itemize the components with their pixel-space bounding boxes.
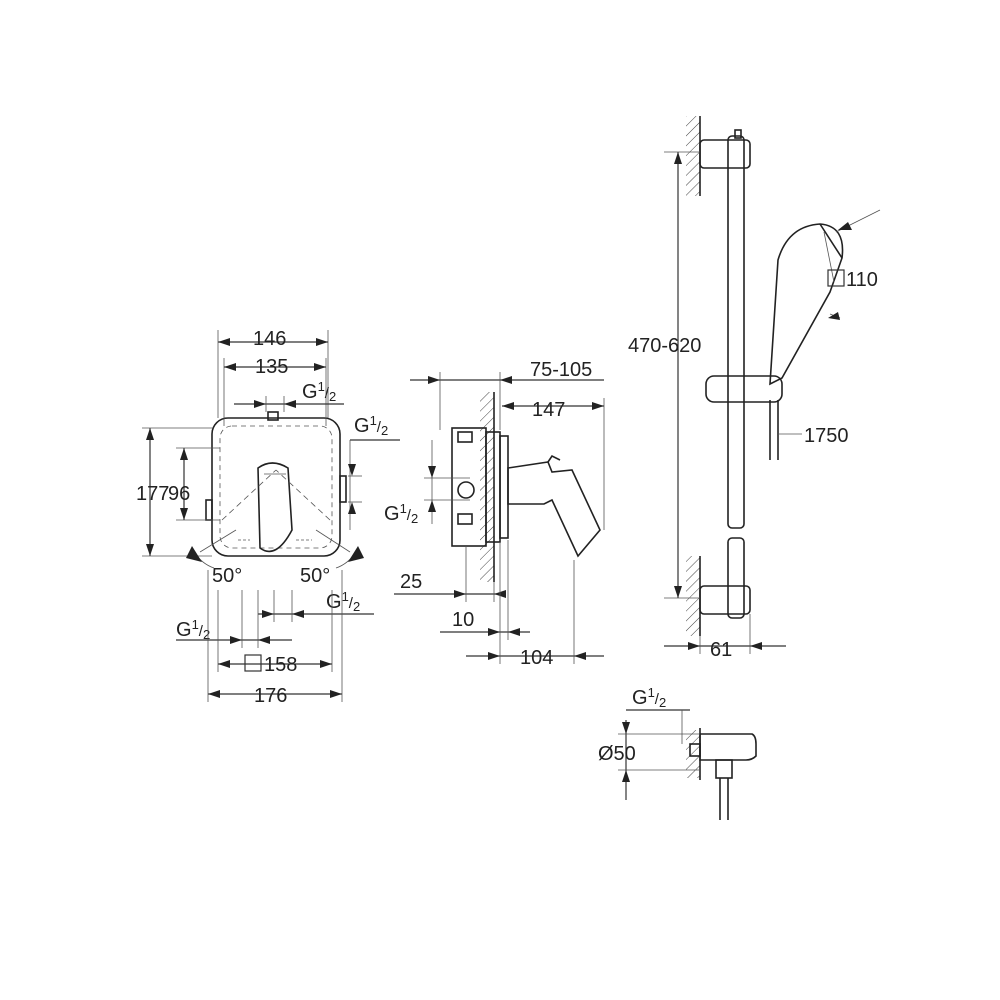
dim-135: 135 bbox=[255, 356, 288, 378]
dim-146: 146 bbox=[253, 328, 286, 350]
dim-10: 10 bbox=[452, 609, 474, 631]
outlet-hose bbox=[719, 778, 729, 820]
square-symbol-icon bbox=[827, 269, 845, 287]
side-connector-left bbox=[205, 499, 213, 521]
dim-61: 61 bbox=[710, 639, 732, 661]
mixer-front-view: 146 135 G1/2 G1/2 177 bbox=[136, 328, 400, 707]
wall-hatch bbox=[480, 392, 494, 582]
dim-96: 96 bbox=[168, 483, 190, 505]
angle-left: 50° bbox=[212, 565, 242, 587]
cover-plate bbox=[211, 417, 341, 557]
mixer-side-view: 75-105 147 G1/2 25 10 bbox=[384, 359, 605, 669]
lower-bracket bbox=[699, 585, 751, 615]
wall-outlet-body bbox=[699, 733, 757, 761]
thread-top-label: G1/2 bbox=[302, 379, 336, 404]
dim-diameter-50: Ø50 bbox=[598, 743, 636, 765]
dim-158: 158 bbox=[264, 654, 297, 676]
hose bbox=[769, 400, 779, 460]
hand-shower bbox=[769, 223, 844, 386]
thread-outlet-label: G1/2 bbox=[632, 685, 666, 710]
shower-rail-view: 470-620 110 1750 61 bbox=[628, 116, 881, 661]
lever-side bbox=[507, 461, 601, 558]
thread-bottom-right-label: G1/2 bbox=[326, 589, 360, 614]
dim-470-620: 470-620 bbox=[628, 335, 701, 357]
side-connector bbox=[339, 475, 347, 503]
thread-side-view-label: G1/2 bbox=[384, 501, 418, 526]
shower-rail bbox=[727, 135, 745, 529]
wall-outlet-view: G1/2 Ø50 bbox=[598, 685, 757, 820]
thread-bottom-left-label: G1/2 bbox=[176, 617, 210, 642]
thread-side-label: G1/2 bbox=[354, 413, 388, 438]
dim-104: 104 bbox=[520, 647, 553, 669]
dim-1750: 1750 bbox=[804, 425, 849, 447]
dim-110: 110 bbox=[846, 269, 878, 291]
dim-177: 177 bbox=[136, 483, 169, 505]
slider bbox=[705, 375, 783, 403]
mounting-box-outline bbox=[219, 425, 333, 549]
square-symbol-icon bbox=[244, 654, 262, 672]
dim-75-105: 75-105 bbox=[530, 359, 592, 381]
dim-25: 25 bbox=[400, 571, 422, 593]
upper-bracket bbox=[699, 139, 751, 169]
angle-right: 50° bbox=[300, 565, 330, 587]
dim-176: 176 bbox=[254, 685, 287, 707]
lever-handle bbox=[257, 462, 293, 553]
dim-147: 147 bbox=[532, 399, 565, 421]
